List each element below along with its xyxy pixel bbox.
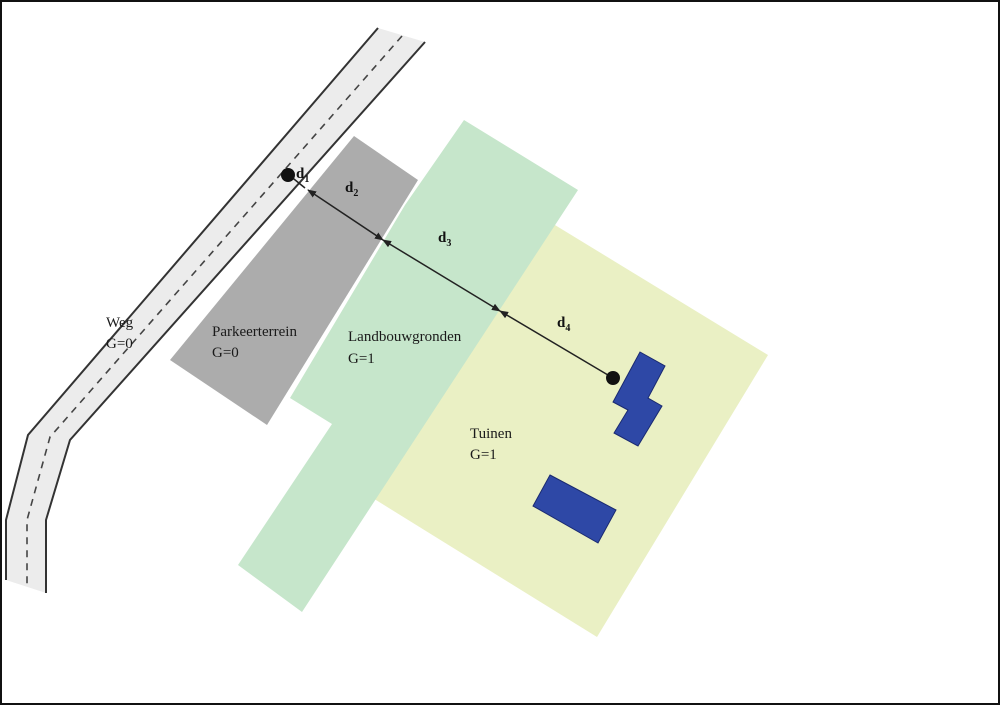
- d4-label: d4: [557, 315, 570, 334]
- road-edge-left: [5, 27, 379, 580]
- road-name-label: Weg: [106, 315, 134, 331]
- gardens-g-label: G=1: [470, 447, 497, 463]
- d1-label: d1: [296, 166, 309, 185]
- road-centerline: [26, 35, 403, 587]
- building-point: [606, 371, 620, 385]
- road-point: [281, 168, 295, 182]
- parking-g-label: G=0: [212, 345, 239, 361]
- d3-segment: [382, 239, 501, 312]
- road: [5, 27, 426, 593]
- distance-line: [281, 168, 620, 385]
- d3-label: d3: [438, 230, 451, 249]
- road-edge-right: [45, 41, 426, 593]
- house-building: [612, 351, 666, 447]
- road-g-label: G=0: [106, 336, 133, 352]
- gardens-zone: [363, 222, 768, 637]
- farmland-name-label: Landbouwgronden: [348, 329, 462, 345]
- gardens-name-label: Tuinen: [470, 426, 512, 442]
- d4-segment: [499, 310, 614, 379]
- shed-building: [532, 474, 617, 544]
- farmland-g-label: G=1: [348, 351, 375, 367]
- road-surface: [6, 28, 425, 593]
- parking-name-label: Parkeerterrein: [212, 324, 297, 340]
- d2-segment: [307, 189, 384, 241]
- d2-label: d2: [345, 180, 358, 199]
